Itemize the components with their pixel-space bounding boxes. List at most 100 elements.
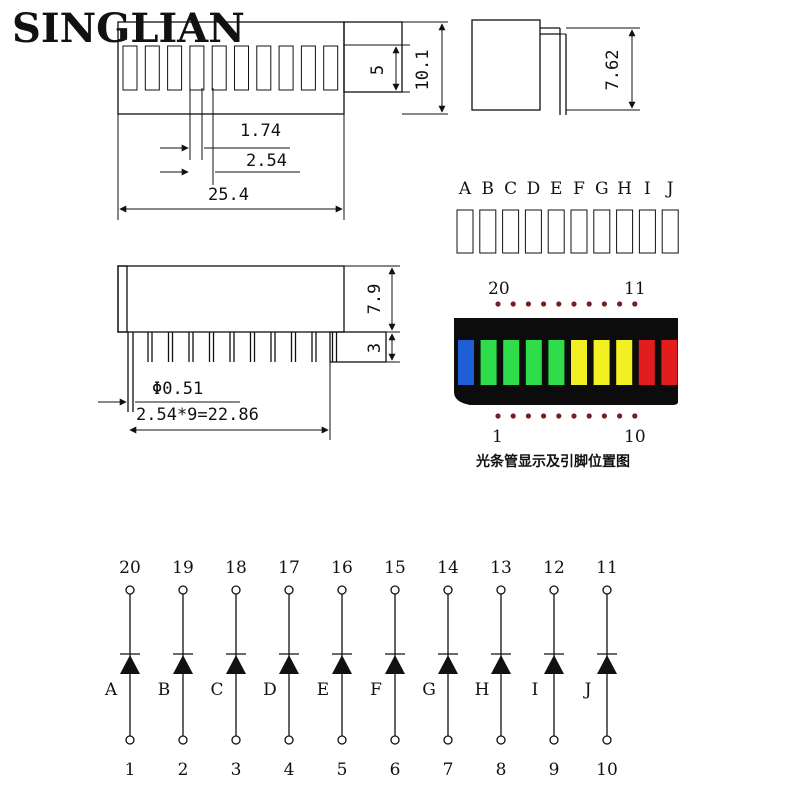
schematic-bottom-pin-terminal	[231, 735, 241, 745]
schematic-bottom-pin-number: 4	[284, 760, 295, 780]
dim-height-5: 5	[368, 65, 388, 75]
schematic-bottom-pin-number: 3	[231, 760, 242, 780]
schematic-bottom-pin-terminal	[390, 735, 400, 745]
schematic-bottom-pin-terminal	[178, 735, 188, 745]
dim-pin-3: 3	[365, 343, 385, 353]
segment-letter: F	[573, 179, 585, 199]
diode-symbol	[438, 655, 458, 674]
schematic-bottom-pin-number: 5	[337, 760, 348, 780]
module-top-pin-dot	[617, 301, 623, 307]
lit-segments	[458, 340, 678, 385]
lit-segment	[503, 340, 520, 385]
diode-label: F	[370, 680, 382, 700]
front-view-pins	[127, 332, 338, 412]
module-top-pin-dot	[601, 301, 608, 307]
segment-outline	[524, 209, 542, 254]
segment-outline	[593, 209, 611, 254]
diode-symbol	[544, 655, 564, 674]
diode-label: A	[104, 680, 118, 700]
dim-pitch-2-54: 2.54	[246, 151, 287, 171]
dim-pin-span: 2.54*9=22.86	[136, 405, 259, 425]
top-view-slots	[122, 45, 339, 91]
schematic-top-pin-number: 13	[490, 558, 512, 578]
diode-label: I	[532, 680, 539, 700]
lit-segment	[616, 340, 633, 385]
schematic-bottom-pin-number: 9	[549, 760, 560, 780]
schematic-bottom-pin-terminal	[337, 735, 347, 745]
schematic-top-pin-terminal	[231, 585, 241, 595]
segment-outline	[616, 209, 634, 254]
schematic-top-pin-terminal	[337, 585, 347, 595]
diode-symbol	[491, 655, 511, 674]
module-bottom-pin-dot	[632, 413, 638, 419]
diode-symbol	[226, 655, 246, 674]
segment-outline	[479, 209, 497, 254]
schematic-top-pin-number: 18	[225, 558, 247, 578]
schematic-bottom-pin-terminal	[602, 735, 612, 745]
front-view-body	[117, 265, 345, 333]
segment-outline-row	[456, 209, 679, 254]
dim-depth-7-62: 7.62	[603, 50, 623, 91]
top-view-slot	[234, 45, 249, 91]
schematic-top-pin-number: 17	[278, 558, 300, 578]
schematic-top-pin-number: 11	[596, 558, 618, 578]
top-view-right-block	[343, 21, 403, 93]
segment-letter: H	[617, 179, 632, 199]
module-top-pin-dot	[541, 301, 547, 307]
module-bottom-pin-dot	[510, 413, 516, 419]
lit-segment	[661, 340, 678, 385]
dim-height-7-9: 7.9	[365, 284, 385, 315]
segment-outline	[547, 209, 565, 254]
lit-segment	[548, 340, 565, 385]
schematic-bottom-pin-number: 2	[178, 760, 189, 780]
segment-letter: J	[665, 179, 674, 199]
dim-height-10-1: 10.1	[413, 50, 433, 91]
schematic-top-pin-terminal	[125, 585, 135, 595]
lit-segment	[458, 340, 474, 385]
segment-outline	[570, 209, 588, 254]
lit-segment	[571, 340, 587, 385]
module-top-pin-dot	[495, 301, 501, 307]
module-top-pin-dot	[556, 301, 562, 307]
top-view-slot	[189, 45, 205, 91]
module-bottom-pin-dot	[495, 413, 501, 419]
top-view-slot	[278, 45, 294, 91]
diode-label: J	[583, 680, 592, 700]
schematic-top-pin-terminal	[496, 585, 506, 595]
top-view: 5 10.1 1.74 2.54 25.4	[117, 21, 448, 220]
schematic-top-pin-terminal	[178, 585, 188, 595]
schematic-top-pin-terminal	[443, 585, 453, 595]
diode-label: C	[210, 680, 223, 700]
diode-label: E	[317, 680, 329, 700]
schematic-top-pin-number: 12	[543, 558, 565, 578]
diode-label: D	[263, 680, 277, 700]
schematic-bottom-pin-number: 7	[443, 760, 454, 780]
module-top-pin-dots	[495, 301, 638, 307]
segment-letter: B	[482, 179, 495, 199]
segment-letter: E	[550, 179, 562, 199]
module-top-pin-dot	[571, 301, 577, 307]
segment-outline	[456, 209, 474, 254]
top-view-slot	[144, 45, 160, 91]
schematic-bottom-pin-number: 1	[125, 760, 136, 780]
led-module: 20 11 1 10 光条管显示及引脚位置图	[454, 279, 678, 470]
schematic-bottom-pin-terminal	[549, 735, 559, 745]
diode-symbol	[597, 655, 617, 674]
schematic-bottom-pin-number: 8	[496, 760, 507, 780]
lit-segment	[525, 340, 542, 385]
front-view: 7.9 3 Φ0.51 2.54*9=22.86	[98, 265, 400, 440]
schematic-top-pin-number: 15	[384, 558, 406, 578]
module-top-pin-dot	[525, 301, 532, 307]
module-top-pin-dot	[510, 301, 516, 307]
schematic-top-pin-terminal	[284, 585, 294, 595]
module-top-pin-dot	[632, 301, 638, 307]
lit-segment	[638, 340, 655, 385]
segment-letter: G	[595, 179, 609, 199]
segment-outline	[638, 209, 656, 254]
schematic-top-pin-terminal	[602, 585, 612, 595]
segment-letter: I	[644, 179, 651, 199]
side-view: 7.62	[471, 19, 640, 115]
